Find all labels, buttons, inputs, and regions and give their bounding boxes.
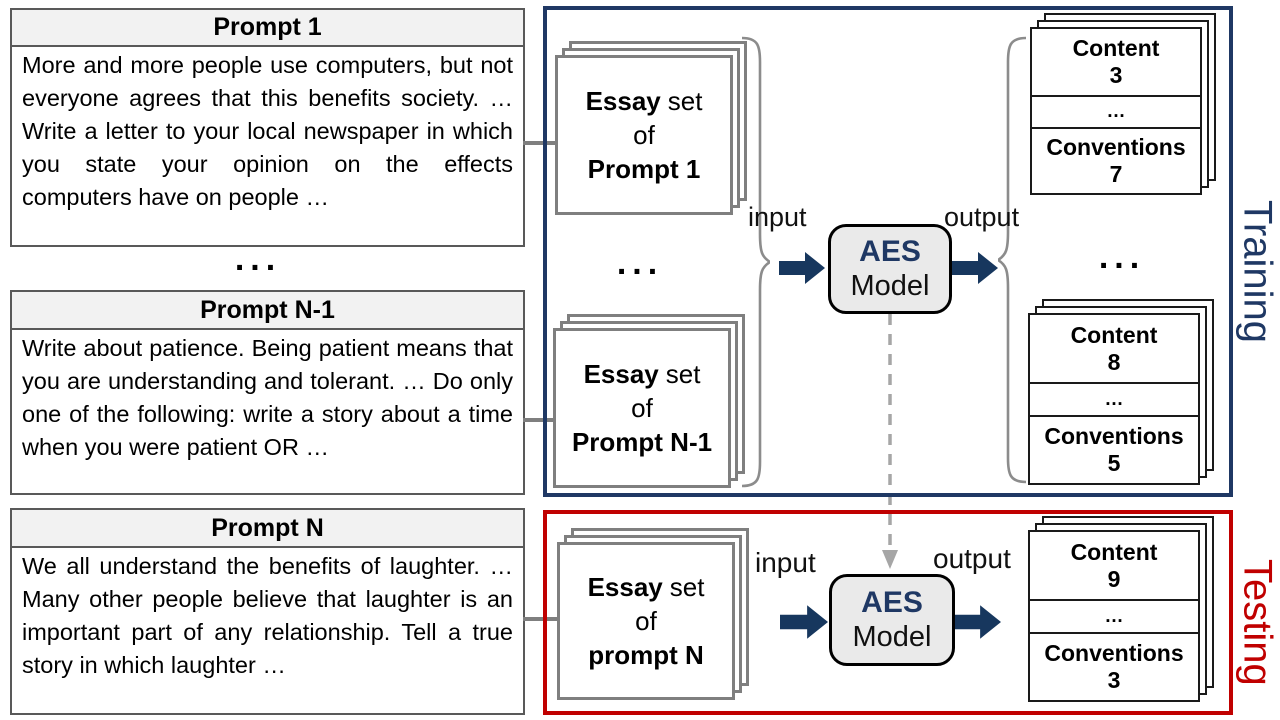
right-brace-icon — [998, 36, 1027, 484]
prompt-n1-box: Prompt N-1 Write about patience. Being p… — [10, 290, 525, 495]
output-arrow-icon — [953, 605, 1001, 639]
prompt-n1-text: Write about patience. Being patient mean… — [22, 335, 513, 460]
input-arrow-icon — [779, 252, 825, 284]
testing-input-label: input — [755, 547, 816, 578]
essays-ellipsis: ... — [616, 244, 664, 282]
score-card-front: Content 3 … Conventions 7 — [1030, 27, 1202, 195]
score-card-stack-testing: Content 9 … Conventions 3 — [1028, 516, 1216, 704]
training-output-label: output — [944, 202, 1020, 232]
prompt-1-title: Prompt 1 — [12, 10, 523, 47]
score-card-front: Content 8 … Conventions 5 — [1028, 313, 1200, 485]
connector-line-1 — [523, 141, 558, 145]
aes-model-training: AES Model — [828, 224, 952, 314]
score-card-stack-1: Content 3 … Conventions 7 — [1030, 13, 1218, 197]
prompt-1-text: More and more people use computers, but … — [22, 52, 513, 210]
connector-line-3 — [523, 617, 558, 621]
prompt-n-text: We all understand the benefits of laught… — [22, 553, 513, 678]
testing-label: Testing — [1235, 558, 1280, 686]
score-card-front: Content 9 … Conventions 3 — [1028, 530, 1200, 702]
training-label: Training — [1235, 200, 1280, 344]
score-card-stack-2: Content 8 … Conventions 5 — [1028, 299, 1216, 487]
training-input-label: input — [748, 202, 807, 232]
output-arrow-icon — [952, 252, 998, 284]
input-arrow-icon — [780, 605, 828, 639]
connector-line-2 — [523, 418, 558, 422]
prompts-ellipsis: ... — [234, 240, 282, 278]
prompt-1-box: Prompt 1 More and more people use comput… — [10, 8, 525, 247]
model-transfer-dashed-arrow-icon — [882, 314, 898, 569]
left-brace-icon — [741, 36, 770, 488]
scores-ellipsis: ... — [1098, 238, 1146, 276]
prompt-n-title: Prompt N — [12, 510, 523, 548]
prompt-n1-title: Prompt N-1 — [12, 292, 523, 330]
testing-output-label: output — [933, 543, 1011, 574]
aes-model-testing: AES Model — [829, 574, 955, 666]
prompt-n-box: Prompt N We all understand the benefits … — [10, 508, 525, 715]
